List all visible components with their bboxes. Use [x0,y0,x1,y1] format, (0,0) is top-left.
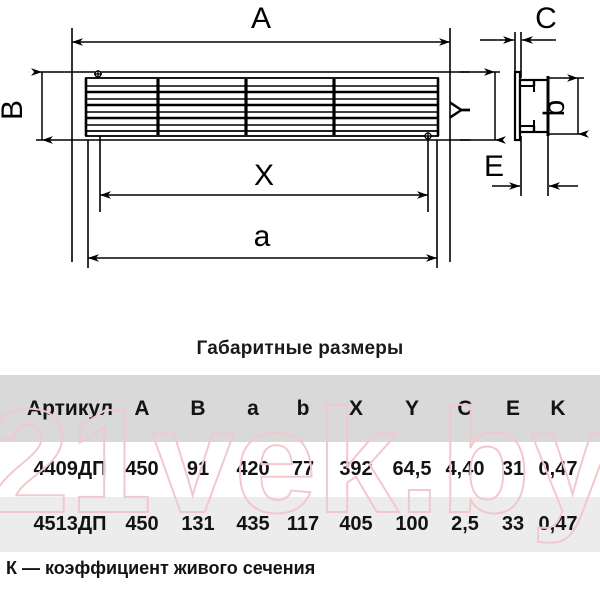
column-header-article: Артикул [26,396,114,420]
cell-B: 131 [181,513,215,535]
cell-K: 0,47 [538,513,578,535]
dimension-label-Y: Y [444,100,477,120]
cell-Y: 64,5 [392,458,432,480]
dimension-label-X: X [254,159,274,192]
table-row: 4409ДП 450 91 420 77 392 64,5 4,40 31 0,… [0,442,600,497]
cell-article: 4513ДП [33,513,107,535]
dimension-label-C: C [535,2,557,35]
column-header-A: A [134,396,150,420]
cell-a: 435 [236,513,270,535]
cell-Y: 100 [395,513,429,535]
table-footnote: К — коэффициент живого сечения [6,558,316,578]
dimension-label-b: b [538,100,571,117]
cell-X: 392 [339,458,373,480]
cell-C: 4,40 [445,458,485,480]
column-header-X: X [348,396,363,420]
cell-C: 2,5 [451,513,479,535]
table-row: 4513ДП 450 131 435 117 405 100 2,5 33 0,… [0,497,600,552]
cell-E: 31 [501,458,525,480]
datum-marker [94,70,102,78]
cell-A: 450 [125,458,159,480]
column-header-K: K [550,396,566,420]
cell-X: 405 [339,513,373,535]
cell-A: 450 [125,513,159,535]
cell-article: 4409ДП [33,458,107,480]
column-header-B: B [190,396,206,420]
column-header-C: C [457,396,473,420]
grille-face-outline [85,77,439,137]
column-header-a: a [247,396,259,420]
dimension-label-B: B [0,100,29,120]
table-header-row: Артикул A B a b X Y C E K [0,375,600,442]
dimension-label-a: a [254,220,271,253]
cell-b: 77 [291,458,315,480]
table-title: Габаритные размеры [196,338,404,359]
grille-dimension-drawing: A B X a C b Y E [0,2,589,268]
technical-drawing: A B X a C b Y E [0,2,589,268]
column-header-Y: Y [404,396,419,420]
cell-B: 91 [186,458,210,480]
dimensions-table-block: Габаритные размеры Артикул A B a b X Y C… [0,330,600,600]
column-header-E: E [505,396,520,420]
cell-K: 0,47 [538,458,578,480]
dimension-label-E: E [484,150,504,183]
cell-b: 117 [286,513,320,535]
cell-a: 420 [236,458,270,480]
cell-E: 33 [501,513,525,535]
column-header-b: b [296,396,310,420]
dimension-label-A: A [251,2,271,35]
